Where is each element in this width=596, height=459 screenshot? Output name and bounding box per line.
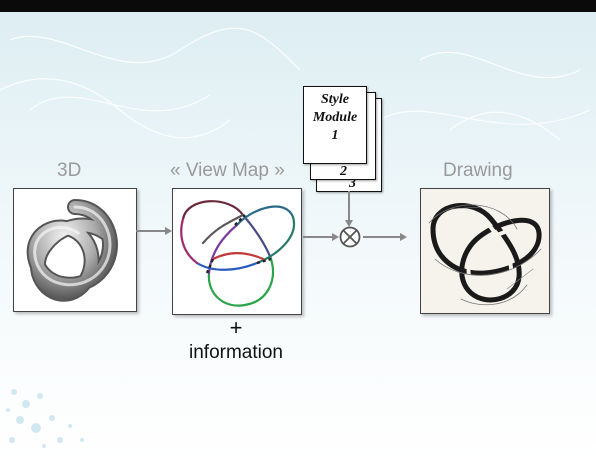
arrow-module-to-operator	[345, 191, 353, 227]
trefoil-knot-3d-render	[26, 199, 118, 302]
style-module-title-line1: Style	[321, 92, 349, 107]
arrow-viewmap-to-operator	[303, 233, 339, 241]
label-3d: 3D	[57, 160, 82, 181]
plus-sign: +	[229, 315, 243, 340]
panel-3d	[13, 188, 137, 312]
information-label: information	[189, 342, 283, 363]
style-module-number-2: 2	[340, 164, 347, 179]
style-module-number-3: 3	[349, 176, 356, 191]
arrow-operator-to-drawing	[363, 233, 407, 241]
circled-times-icon	[339, 226, 361, 248]
panel-drawing	[420, 188, 550, 314]
top-bar	[0, 0, 596, 12]
style-module-title-line3: 1	[331, 128, 339, 143]
panel-view-map	[172, 188, 302, 315]
style-module-card-1: Style Module 1	[303, 86, 367, 164]
label-view-map: « View Map »	[170, 160, 285, 181]
trefoil-knot-view-map	[180, 200, 296, 307]
trefoil-knot-sketch	[428, 203, 542, 306]
label-drawing: Drawing	[443, 160, 513, 181]
style-module-title-line2: Module	[312, 110, 358, 125]
arrow-3d-to-viewmap	[136, 227, 172, 235]
